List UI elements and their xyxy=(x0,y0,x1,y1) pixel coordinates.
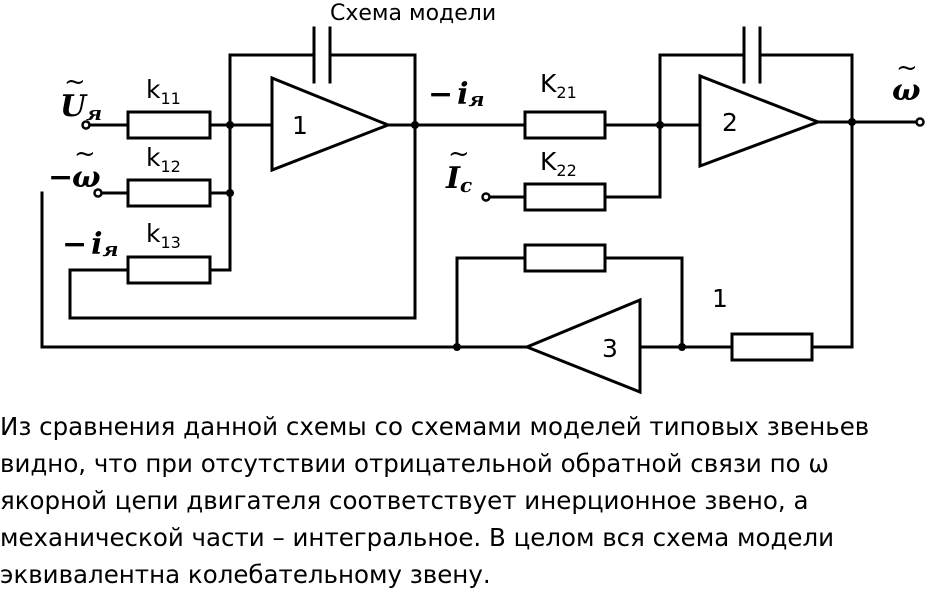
capacitor-1 xyxy=(312,26,332,84)
signal-omega-output: ~ ω xyxy=(892,53,921,108)
label-amp-1: 1 xyxy=(292,111,308,140)
svg-text:~: ~ xyxy=(74,139,96,169)
signal-minus-i-armature-out: −iя xyxy=(428,77,484,112)
svg-text:−iя: −iя xyxy=(62,227,118,262)
caption-text: Из сравнения данной схемы со схемами мод… xyxy=(0,408,929,593)
resistor-k13 xyxy=(126,255,212,285)
caption-line: механической части – интегральное. В цел… xyxy=(0,523,835,552)
signal-minus-i-armature: −iя xyxy=(62,227,118,262)
svg-text:Uя: Uя xyxy=(60,89,102,125)
resistor-k22 xyxy=(523,182,607,212)
svg-text:~: ~ xyxy=(64,67,86,97)
terminal-ic-input xyxy=(481,192,491,202)
svg-text:ω: ω xyxy=(72,160,101,195)
diagram-title: Схема модели xyxy=(330,1,496,26)
label-unit-resistor: 1 xyxy=(712,284,728,313)
resistor-amp3-feedback xyxy=(523,243,607,273)
svg-text:ω: ω xyxy=(892,73,921,108)
label-k13: k13 xyxy=(146,219,181,252)
terminal-u-input xyxy=(81,120,91,130)
wires xyxy=(40,53,920,349)
signal-i-load: ~ Ic xyxy=(445,139,472,197)
terminal-omega-output xyxy=(915,117,925,127)
capacitor-2 xyxy=(742,26,762,84)
label-k12: k12 xyxy=(146,143,181,176)
svg-text:−: − xyxy=(48,160,73,195)
terminal-omega-input xyxy=(93,188,103,198)
caption-line: эквивалентна колебательному звену. xyxy=(0,560,491,589)
circuit-diagram: Схема модели xyxy=(40,1,925,395)
svg-text:−iя: −iя xyxy=(428,77,484,112)
label-k11: k11 xyxy=(146,75,181,108)
caption-line: видно, что при отсутствии отрицательной … xyxy=(0,449,829,478)
junction-dots xyxy=(226,118,856,351)
caption-line: якорной цепи двигателя соответствует ине… xyxy=(0,486,809,515)
label-amp-3: 3 xyxy=(602,334,618,363)
signal-minus-omega: − ~ ω xyxy=(48,139,101,195)
svg-text:Ic: Ic xyxy=(445,161,472,197)
label-amp-2: 2 xyxy=(722,108,738,137)
amplifier-2 xyxy=(698,73,823,169)
resistor-unit xyxy=(730,332,814,362)
amplifier-3 xyxy=(523,297,642,395)
svg-text:~: ~ xyxy=(448,139,470,169)
resistor-k12 xyxy=(126,178,212,208)
resistor-k11 xyxy=(126,110,212,140)
label-k22: K22 xyxy=(540,147,577,180)
svg-text:~: ~ xyxy=(896,53,918,83)
amplifier-1 xyxy=(270,75,393,173)
signal-u-armature: ~ Uя xyxy=(60,67,102,125)
label-k21: K21 xyxy=(540,69,577,102)
caption-line: Из сравнения данной схемы со схемами мод… xyxy=(0,412,870,441)
resistor-k21 xyxy=(523,110,607,140)
